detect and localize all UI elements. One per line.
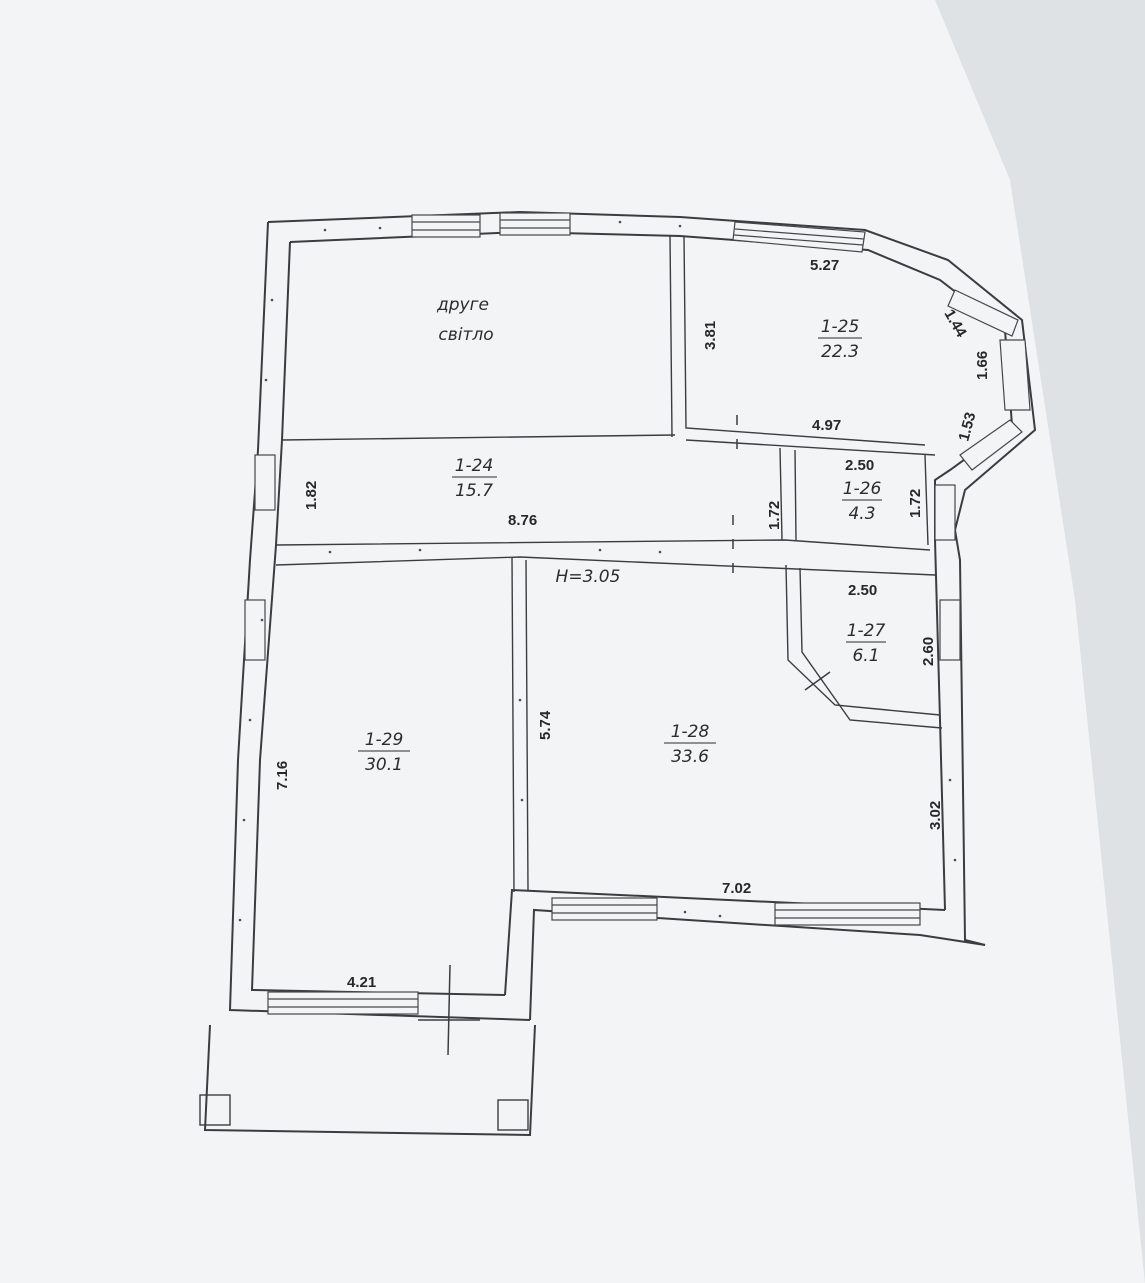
windows (244, 212, 1031, 1015)
dim-4-21: 4.21 (347, 974, 376, 991)
second-light-line1: друге (436, 295, 489, 315)
section-marks (418, 415, 831, 1056)
dim-2-50-closet: 2.50 (848, 582, 877, 599)
interior-walls (199, 234, 943, 1137)
room-1-26-area: 4.3 (848, 504, 875, 524)
dim-2-60: 2.60 (920, 637, 937, 666)
dim-3-81: 3.81 (702, 321, 719, 350)
room-1-24-area: 15.7 (455, 481, 493, 501)
dim-1-82: 1.82 (303, 481, 320, 510)
dim-7-02: 7.02 (722, 880, 751, 897)
dim-2-50-top: 2.50 (845, 457, 874, 474)
dim-4-97: 4.97 (812, 417, 841, 434)
room-1-28-id: 1-28 (671, 722, 710, 742)
room-1-29-area: 30.1 (365, 755, 403, 775)
dim-5-27: 5.27 (810, 257, 839, 274)
dim-1-66: 1.66 (974, 351, 991, 380)
room-1-27-area: 6.1 (852, 646, 879, 666)
paper-shadow (935, 0, 1145, 1283)
dim-1-53: 1.53 (955, 410, 979, 443)
dim-1-72-left: 1.72 (766, 501, 783, 530)
dim-1-72-right: 1.72 (907, 489, 924, 518)
second-light-line2: світло (438, 325, 493, 345)
room-1-26-id: 1-26 (843, 479, 882, 499)
dim-8-76: 8.76 (508, 512, 537, 529)
room-labels: друге світло H=3.05 1-24 15.7 1-25 22.3 … (358, 295, 886, 775)
room-1-28-area: 33.6 (671, 747, 709, 767)
room-1-25-id: 1-25 (821, 317, 860, 337)
dim-3-02: 3.02 (927, 801, 944, 830)
room-1-27-id: 1-27 (847, 621, 886, 641)
room-1-24-id: 1-24 (455, 456, 494, 476)
room-1-25-area: 22.3 (821, 342, 859, 362)
dim-7-16: 7.16 (274, 761, 291, 790)
ceiling-height-label: H=3.05 (556, 567, 621, 587)
dim-5-74: 5.74 (537, 710, 554, 740)
wall-hatching (238, 220, 957, 922)
room-1-29-id: 1-29 (365, 730, 404, 750)
